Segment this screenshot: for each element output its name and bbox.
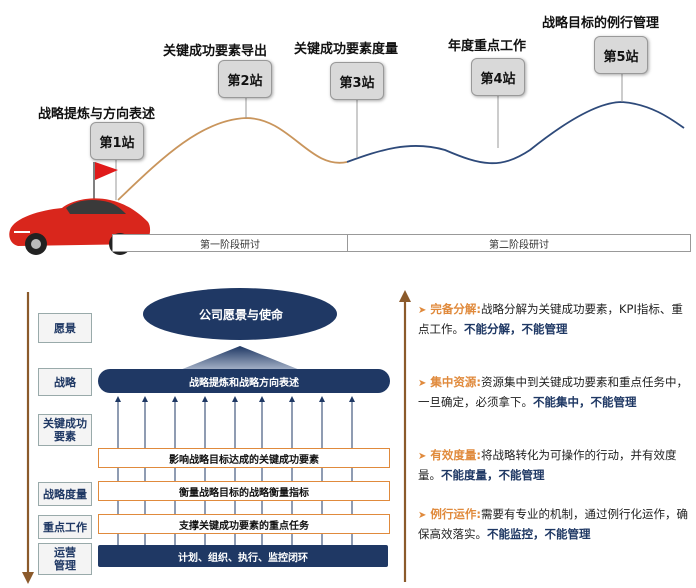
station3-label: 关键成功要素度量 <box>294 42 399 57</box>
station2-badge: 第2站 <box>218 60 272 98</box>
row-label-ksf: 关键成功 要素 <box>38 414 92 446</box>
flag-icon <box>95 162 118 180</box>
station5-label: 战略目标的例行管理 <box>542 16 660 31</box>
phase2-curve <box>346 101 685 165</box>
vision-ellipse <box>143 288 337 340</box>
station1-badge: 第1站 <box>90 122 144 160</box>
left-axis-arrowhead <box>22 572 34 584</box>
bar-strategy: 战略提炼和战略方向表述 <box>98 369 390 393</box>
phase2-label: 第二阶段研讨 <box>347 234 691 252</box>
row-label-strategy: 战略 <box>38 368 92 396</box>
bar-operations: 计划、组织、执行、监控闭环 <box>98 545 388 567</box>
principle-1: ➤完备分解:战略分解为关键成功要素，KPI指标、重点工作。不能分解，不能管理 <box>418 302 683 336</box>
row-label-operations: 运营 管理 <box>38 543 92 575</box>
station3-badge: 第3站 <box>330 62 384 100</box>
station4-badge: 第4站 <box>471 58 525 96</box>
row-label-vision: 愿景 <box>38 313 92 343</box>
bullet-icon: ➤ <box>418 378 427 389</box>
bar-measure: 衡量战略目标的战略衡量指标 <box>98 481 390 501</box>
bar-key-work: 支撑关键成功要素的重点任务 <box>98 514 390 534</box>
principle-2: ➤集中资源:资源集中到关键成功要素和重点任务中，一旦确定，必须拿下。不能集中，不… <box>418 375 688 409</box>
bullet-icon: ➤ <box>418 451 427 462</box>
phase1-curve <box>117 117 348 201</box>
row-label-key-work: 重点工作 <box>38 515 92 539</box>
bar-ksf: 影响战略目标达成的关键成功要素 <box>98 448 390 468</box>
station2-label: 关键成功要素导出 <box>163 44 268 59</box>
station5-badge: 第5站 <box>594 36 648 74</box>
station1-label: 战略提炼与方向表述 <box>38 107 156 122</box>
phase1-label: 第一阶段研讨 <box>112 234 348 252</box>
station4-label: 年度重点工作 <box>448 39 527 54</box>
row-label-measure: 战略度量 <box>38 482 92 506</box>
principle-4: ➤例行运作:需要有专业的机制，通过例行化运作，确保高效落实。不能监控，不能管理 <box>418 507 688 541</box>
vision-title: 公司愿景与使命 <box>198 307 283 322</box>
right-axis-arrowhead <box>399 290 411 302</box>
bullet-icon: ➤ <box>418 305 427 316</box>
bullet-icon: ➤ <box>418 510 427 521</box>
principle-3: ➤有效度量:将战略转化为可操作的行动，并有效度量。不能度量，不能管理 <box>418 448 677 482</box>
